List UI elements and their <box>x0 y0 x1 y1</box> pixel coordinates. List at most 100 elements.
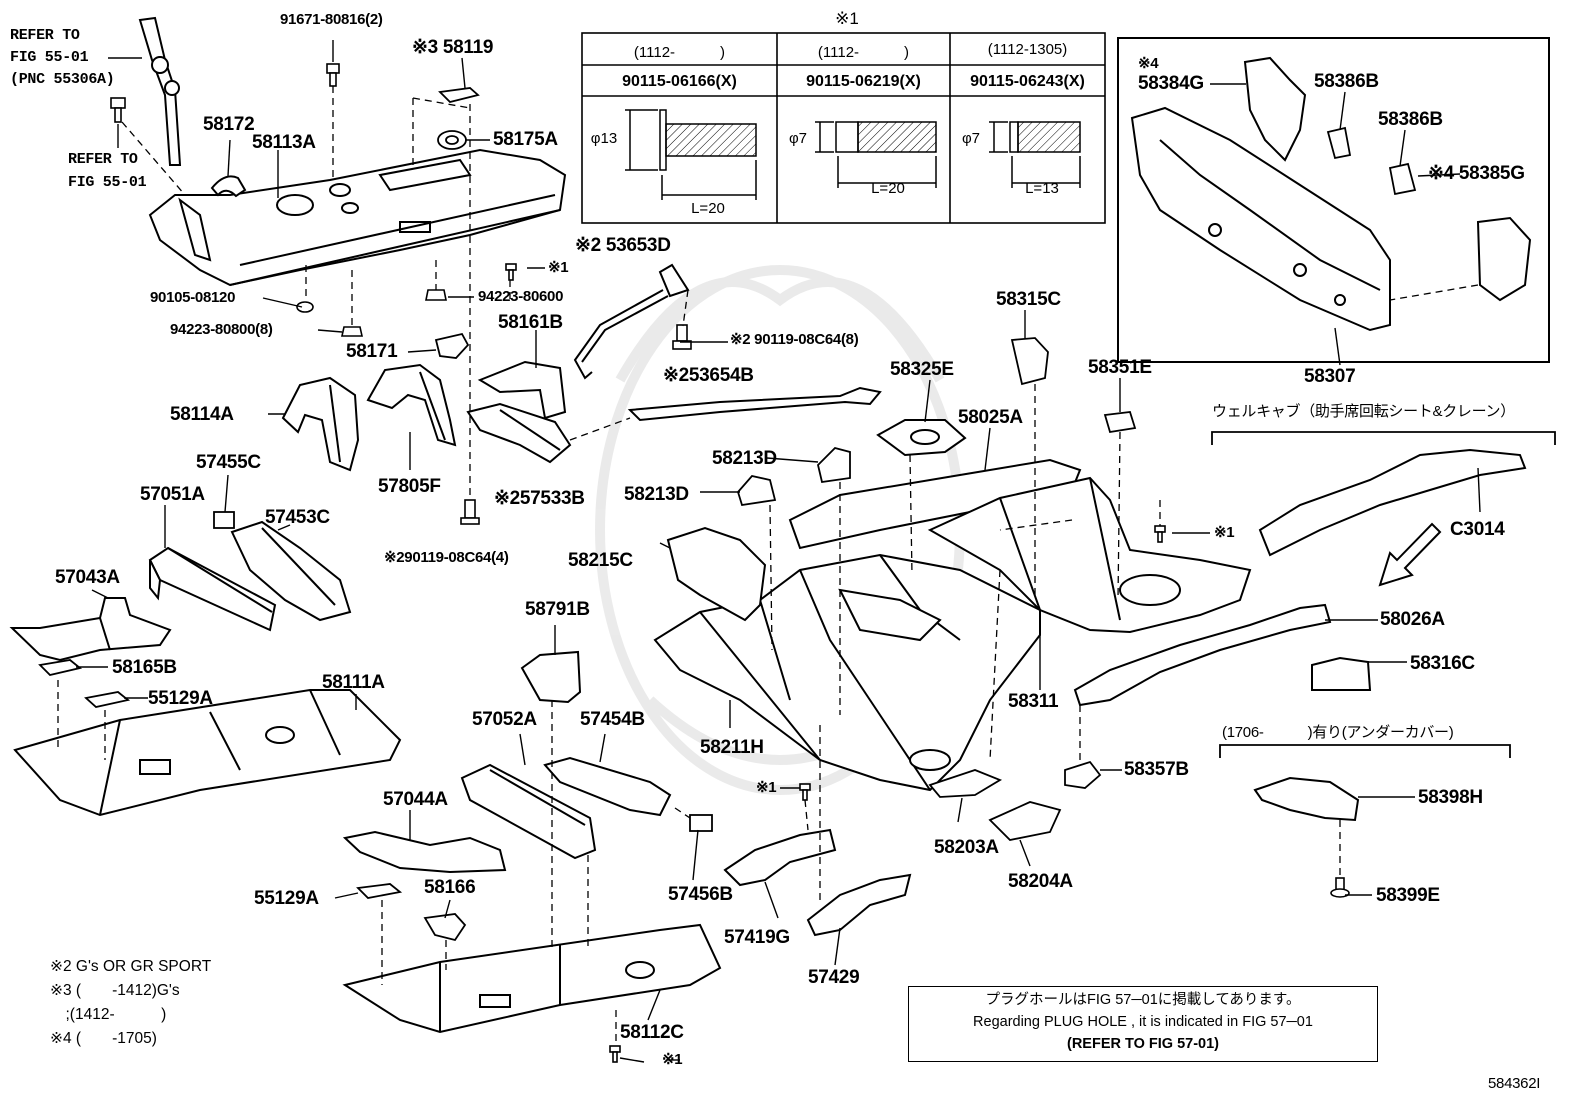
nut-94223-80800[interactable] <box>341 326 363 337</box>
bolt-90119-08C64-4[interactable] <box>460 499 480 525</box>
part-58204A[interactable] <box>988 801 1062 841</box>
label-53653D[interactable]: ※2 53653D <box>575 235 671 256</box>
part-58351E[interactable] <box>1103 411 1137 434</box>
part-57805F[interactable] <box>366 363 457 447</box>
nut-90105-08120[interactable] <box>296 301 314 313</box>
part-58385G[interactable] <box>1476 216 1532 302</box>
part-58384G[interactable] <box>1243 56 1307 162</box>
part-57453C[interactable] <box>230 520 352 622</box>
spec-col3-part[interactable]: 90115-06243(X) <box>970 73 1085 90</box>
bolt-91671-80816[interactable] <box>326 63 340 87</box>
label-58111A[interactable]: 58111A <box>322 672 385 693</box>
nut-94223-80600[interactable] <box>425 289 447 301</box>
part-58386B-2[interactable] <box>1388 162 1417 196</box>
label-undercover[interactable]: (1706- )有り(アンダーカバー) <box>1222 724 1454 741</box>
part-58113A[interactable] <box>148 148 567 287</box>
label-91671-80816[interactable]: 91671-80816(2) <box>280 11 383 28</box>
label-58384G-mark[interactable]: ※4 <box>1138 55 1159 72</box>
label-58316C[interactable]: 58316C <box>1410 653 1475 674</box>
label-58215C[interactable]: 58215C <box>568 550 633 571</box>
part-57419G[interactable] <box>723 828 837 887</box>
label-53654B[interactable]: ※253654B <box>663 365 754 386</box>
label-58175A[interactable]: 58175A <box>493 129 558 150</box>
label-58203A[interactable]: 58203A <box>934 837 999 858</box>
part-57051A[interactable] <box>148 546 277 632</box>
label-bolt-mark1[interactable]: ※1 <box>548 259 569 276</box>
label-57419G[interactable]: 57419G <box>724 927 790 948</box>
label-58384G[interactable]: 58384G <box>1138 73 1204 94</box>
part-58165B[interactable] <box>38 659 83 676</box>
part-58398H[interactable] <box>1253 776 1360 822</box>
part-58386B-1[interactable] <box>1326 126 1352 160</box>
label-bolt-mark4[interactable]: ※1 <box>662 1051 683 1068</box>
part-58175A[interactable] <box>437 130 467 150</box>
part-58316C[interactable] <box>1311 656 1372 691</box>
label-55129A-2[interactable]: 55129A <box>254 888 319 909</box>
label-58165B[interactable]: 58165B <box>112 657 177 678</box>
label-58307[interactable]: 58307 <box>1304 366 1356 387</box>
label-58315C[interactable]: 58315C <box>996 289 1061 310</box>
label-refer-55-01-b-line1[interactable]: REFER TO <box>68 151 138 168</box>
label-58204A[interactable]: 58204A <box>1008 871 1073 892</box>
label-58172[interactable]: 58172 <box>203 114 255 135</box>
part-58026A[interactable] <box>1073 603 1332 707</box>
label-57455C[interactable]: 57455C <box>196 452 261 473</box>
part-57456B[interactable] <box>689 814 713 832</box>
label-58357B[interactable]: 58357B <box>1124 759 1189 780</box>
label-58213D-2[interactable]: 58213D <box>624 484 689 505</box>
part-53654B[interactable] <box>627 386 882 422</box>
label-58026A[interactable]: 58026A <box>1380 609 1445 630</box>
part-57052A[interactable] <box>460 763 597 860</box>
part-57044A[interactable] <box>342 830 507 874</box>
label-57051A[interactable]: 57051A <box>140 484 205 505</box>
label-58119[interactable]: ※3 58119 <box>412 37 494 58</box>
label-bolt-mark3[interactable]: ※1 <box>756 779 777 796</box>
bolt-90119-08C64-8[interactable] <box>672 324 692 350</box>
part-58119[interactable] <box>438 87 480 103</box>
part-58112C[interactable] <box>342 923 722 1034</box>
part-58315C[interactable] <box>1010 337 1049 386</box>
part-57533B[interactable] <box>466 402 572 464</box>
part-58399E[interactable] <box>1330 877 1350 898</box>
part-55129A-1[interactable] <box>84 691 131 708</box>
label-58386B-1[interactable]: 58386B <box>1314 71 1379 92</box>
part-57043A[interactable] <box>9 597 172 662</box>
label-refer-55-01-a-line1[interactable]: REFER TO <box>10 27 80 44</box>
label-55129A-1[interactable]: 55129A <box>148 688 213 709</box>
part-57429[interactable] <box>806 873 912 937</box>
label-58791B[interactable]: 58791B <box>525 599 590 620</box>
part-58203A[interactable] <box>928 769 1003 798</box>
part-58213D-1[interactable] <box>817 446 851 484</box>
label-C3014[interactable]: C3014 <box>1450 519 1505 540</box>
part-58172[interactable] <box>210 175 247 198</box>
part-58161B[interactable] <box>477 360 567 420</box>
label-refer-55-01-b-line2[interactable]: FIG 55-01 <box>68 174 147 191</box>
label-wel-cab[interactable]: ウェルキャブ（助手席回転シート&クレーン） <box>1212 403 1515 420</box>
label-94223-80800[interactable]: 94223-80800(8) <box>170 321 273 338</box>
label-58114A[interactable]: 58114A <box>170 404 234 425</box>
label-94223-80600[interactable]: 94223-80600 <box>478 288 564 305</box>
label-57429[interactable]: 57429 <box>808 967 860 988</box>
spec-col2-part[interactable]: 90115-06219(X) <box>806 73 921 90</box>
label-57454B[interactable]: 57454B <box>580 709 645 730</box>
part-55129A-2[interactable] <box>356 883 403 899</box>
part-58213D-2[interactable] <box>736 475 777 507</box>
part-57454B[interactable] <box>543 756 672 817</box>
part-C3014[interactable] <box>1258 448 1527 557</box>
label-58311[interactable]: 58311 <box>1008 691 1059 712</box>
label-57453C[interactable]: 57453C <box>265 507 330 528</box>
part-58114A[interactable] <box>281 376 360 472</box>
label-58351E[interactable]: 58351E <box>1088 357 1152 378</box>
label-57052A[interactable]: 57052A <box>472 709 537 730</box>
label-58166[interactable]: 58166 <box>424 877 476 898</box>
label-58161B[interactable]: 58161B <box>498 312 563 333</box>
label-58211H[interactable]: 58211H <box>700 737 764 758</box>
label-90119-08C64-4[interactable]: ※290119-08C64(4) <box>384 549 509 566</box>
part-58215C[interactable] <box>666 526 767 622</box>
part-58791B[interactable] <box>520 650 582 704</box>
label-57533B[interactable]: ※257533B <box>494 488 585 509</box>
part-58307[interactable] <box>1130 106 1391 332</box>
note-line3[interactable]: (REFER TO FIG 57-01) <box>1066 1036 1219 1052</box>
part-58166[interactable] <box>423 913 467 942</box>
label-refer-55-01-a-line2[interactable]: FIG 55-01 <box>10 49 89 66</box>
